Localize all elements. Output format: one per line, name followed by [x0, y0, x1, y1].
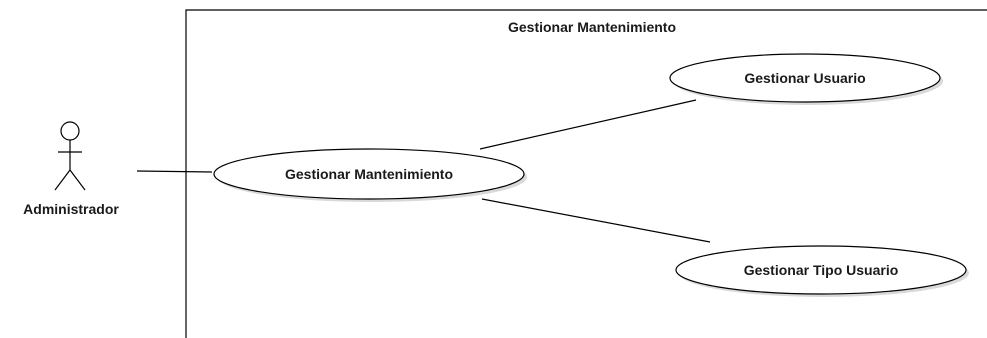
use-case-gestionar-usuario[interactable]: Gestionar Usuario — [669, 53, 943, 105]
system-title: Gestionar Mantenimiento — [508, 19, 676, 35]
actor-label: Administrador — [23, 201, 119, 217]
actor-administrador[interactable]: Administrador — [23, 121, 119, 217]
use-case-label: Gestionar Tipo Usuario — [744, 262, 899, 278]
association-actor-mantenimiento — [136, 170, 213, 173]
use-case-gestionar-mantenimiento[interactable]: Gestionar Mantenimiento — [213, 148, 527, 202]
association-mantenimiento-usuario — [479, 99, 697, 150]
system-boundary-frame — [185, 9, 987, 338]
actor-head — [60, 121, 80, 141]
use-case-ellipse — [669, 53, 941, 103]
actor-right-leg — [69, 169, 86, 191]
association-mantenimiento-tipo-usuario — [481, 198, 711, 243]
use-case-ellipse — [675, 245, 967, 295]
use-case-label: Gestionar Mantenimiento — [285, 166, 453, 182]
use-case-ellipse — [213, 148, 525, 200]
use-case-gestionar-tipo-usuario[interactable]: Gestionar Tipo Usuario — [675, 245, 969, 297]
associations — [136, 99, 711, 243]
actor-left-leg — [54, 169, 71, 191]
use-case-label: Gestionar Usuario — [744, 70, 865, 86]
system-boundary: Gestionar Mantenimiento — [185, 9, 987, 338]
